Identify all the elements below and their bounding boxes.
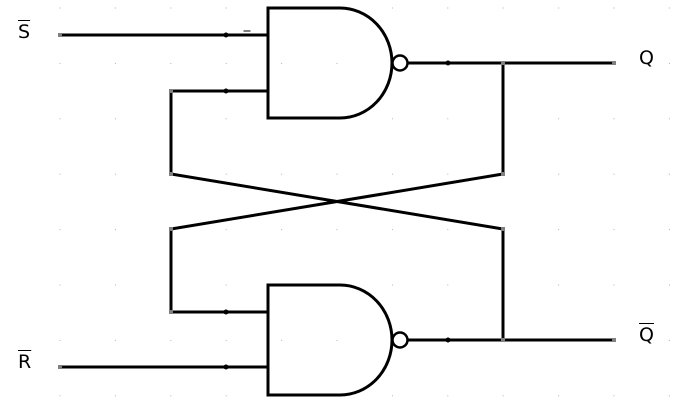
grid-dot bbox=[281, 229, 283, 231]
label-q-bar: Q bbox=[639, 324, 654, 346]
grid-dot bbox=[281, 173, 283, 175]
grid-dot bbox=[447, 395, 449, 397]
grid-dot bbox=[59, 118, 61, 120]
grid-dot bbox=[391, 284, 393, 286]
grid-dot bbox=[447, 7, 449, 9]
label-r-bar: R bbox=[18, 351, 32, 373]
grid-dot bbox=[59, 284, 61, 286]
grid-dot bbox=[170, 339, 172, 341]
label-q: Q bbox=[639, 47, 654, 69]
grid-dot bbox=[114, 118, 116, 120]
grid-dot bbox=[668, 284, 670, 286]
inverter-bubble-top bbox=[391, 54, 409, 72]
grid-dot bbox=[613, 284, 615, 286]
grid-dot bbox=[391, 395, 393, 397]
grid-dot bbox=[59, 7, 61, 9]
grid-dot bbox=[558, 173, 560, 175]
grid-dot bbox=[613, 395, 615, 397]
grid-dot bbox=[336, 339, 338, 341]
grid-dot bbox=[225, 173, 227, 175]
nand-gate-bottom[interactable] bbox=[266, 283, 394, 397]
nand-gate-top[interactable] bbox=[266, 6, 394, 120]
grid-dot bbox=[114, 173, 116, 175]
grid-dot bbox=[668, 229, 670, 231]
grid-dot bbox=[336, 229, 338, 231]
grid-dot bbox=[336, 173, 338, 175]
wire-feedback-top bbox=[169, 89, 505, 342]
grid-dot bbox=[59, 395, 61, 397]
grid-dot bbox=[336, 62, 338, 64]
grid-dot bbox=[391, 173, 393, 175]
label-s-bar: S bbox=[18, 21, 31, 43]
grid-dot bbox=[558, 284, 560, 286]
grid-dot bbox=[613, 118, 615, 120]
grid-dot bbox=[225, 62, 227, 64]
grid-dot bbox=[391, 118, 393, 120]
grid-dot bbox=[613, 7, 615, 9]
grid-dot bbox=[59, 62, 61, 64]
junction-dots bbox=[223, 32, 451, 370]
grid-dot bbox=[391, 7, 393, 9]
grid-dot bbox=[668, 339, 670, 341]
grid-dot bbox=[281, 62, 283, 64]
grid-dots bbox=[59, 7, 670, 397]
grid-dot bbox=[170, 7, 172, 9]
grid-dot bbox=[558, 395, 560, 397]
grid-dot bbox=[114, 229, 116, 231]
grid-dot bbox=[558, 118, 560, 120]
grid-dot bbox=[613, 229, 615, 231]
grid-dot bbox=[447, 118, 449, 120]
grid-dot bbox=[114, 7, 116, 9]
grid-dot bbox=[391, 229, 393, 231]
grid-dot bbox=[225, 229, 227, 231]
grid-dot bbox=[114, 284, 116, 286]
grid-dot bbox=[502, 7, 504, 9]
grid-dot bbox=[114, 339, 116, 341]
grid-dot bbox=[668, 395, 670, 397]
grid-dot bbox=[225, 118, 227, 120]
grid-dot bbox=[225, 7, 227, 9]
grid-dot bbox=[225, 339, 227, 341]
grid-dot bbox=[668, 62, 670, 64]
grid-dot bbox=[447, 284, 449, 286]
grid-dot bbox=[668, 7, 670, 9]
grid-dot bbox=[225, 284, 227, 286]
grid-dot bbox=[225, 395, 227, 397]
grid-dot bbox=[447, 173, 449, 175]
grid-dot bbox=[114, 62, 116, 64]
grid-dot bbox=[281, 339, 283, 341]
grid-dot bbox=[170, 395, 172, 397]
grid-dot bbox=[59, 229, 61, 231]
grid-dot bbox=[502, 395, 504, 397]
grid-dot bbox=[558, 229, 560, 231]
grid-dot bbox=[170, 62, 172, 64]
grid-dot bbox=[668, 118, 670, 120]
wire-feedback-bottom bbox=[169, 61, 505, 314]
grid-dot bbox=[558, 7, 560, 9]
grid-dot bbox=[114, 395, 116, 397]
grid-dot bbox=[59, 339, 61, 341]
grid-dot bbox=[59, 173, 61, 175]
terminal-points bbox=[58, 33, 616, 369]
grid-dot bbox=[447, 229, 449, 231]
inverter-bubble-bottom bbox=[391, 331, 409, 349]
grid-dot bbox=[668, 173, 670, 175]
grid-dot bbox=[613, 173, 615, 175]
